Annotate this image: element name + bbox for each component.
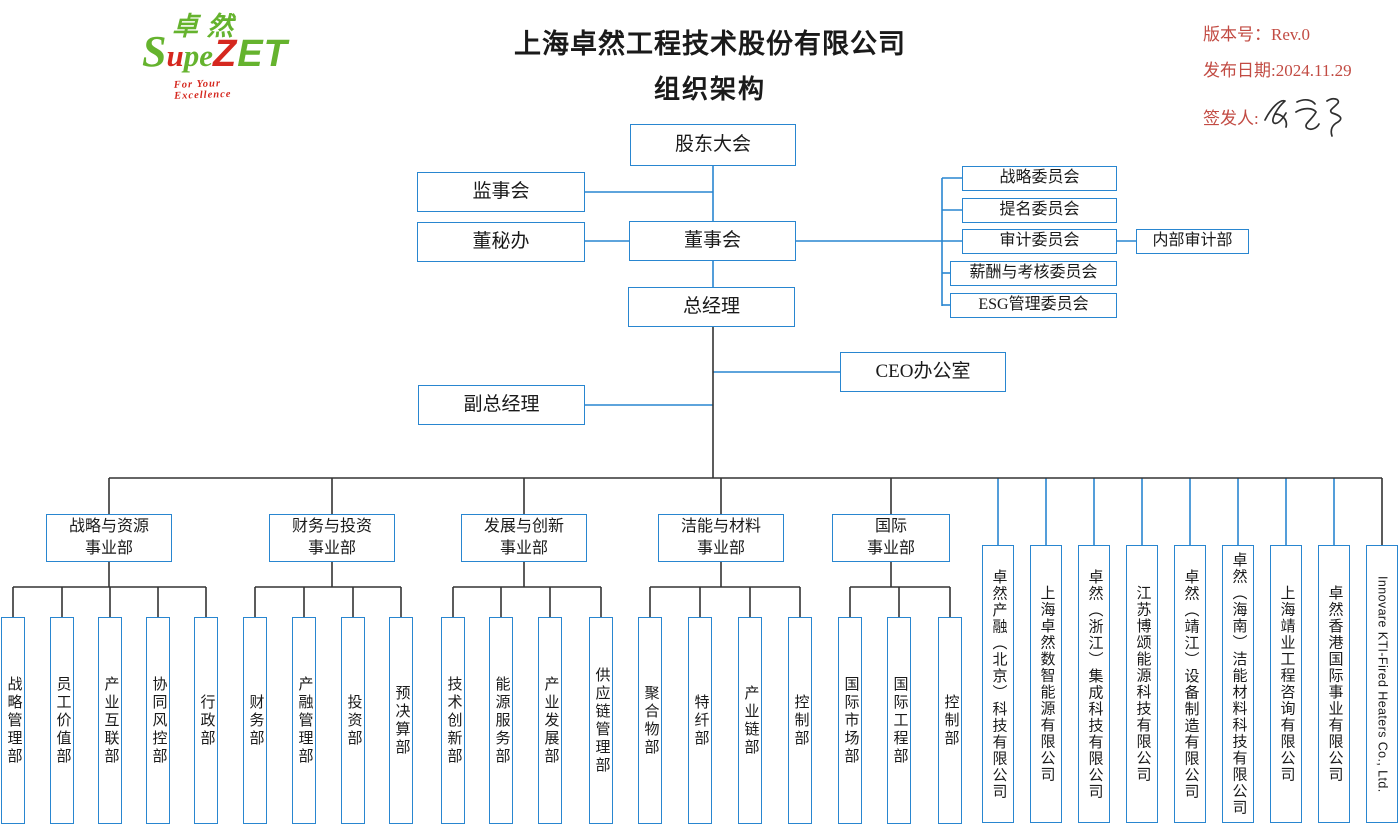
department-box: 投资部	[341, 617, 365, 824]
department-box: 供应链管理部	[589, 617, 613, 824]
logo-letters-pe: pe	[183, 38, 213, 73]
committee-box: ESG管理委员会	[950, 293, 1117, 318]
division-label-line2: 事业部	[696, 540, 745, 557]
department-box: 协同风控部	[146, 617, 170, 824]
committee-box: 审计委员会	[962, 229, 1117, 254]
node-deputy-general-manager: 副总经理	[418, 385, 585, 425]
department-box: 财务部	[243, 617, 267, 824]
division-box: 战略与资源事业部	[46, 514, 172, 562]
division-label-line2: 事业部	[84, 540, 133, 557]
division-label-line2: 事业部	[499, 540, 548, 557]
node-ceo-office: CEO办公室	[840, 352, 1006, 392]
signature-scribble	[1263, 97, 1342, 137]
department-box: 特纤部	[688, 617, 712, 824]
subsidiary-box: 卓然（浙江）集成科技有限公司	[1078, 545, 1110, 823]
division-label-line1: 洁能与材料	[680, 518, 761, 536]
company-name-title: 上海卓然工程技术股份有限公司	[514, 29, 906, 59]
committee-box: 战略委员会	[962, 166, 1117, 191]
meta-version: 版本号：Rev.0	[1203, 25, 1311, 44]
logo-wordmark: SupeZET	[142, 26, 288, 77]
department-box: 国际工程部	[887, 617, 911, 824]
node-supervisory-board: 监事会	[417, 172, 585, 212]
node-shareholders-meeting: 股东大会	[630, 124, 796, 166]
subsidiary-box: 江苏博颂能源科技有限公司	[1126, 545, 1158, 823]
department-box: 战略管理部	[1, 617, 25, 824]
department-box: 预决算部	[389, 617, 413, 824]
chart-subtitle: 组织架构	[653, 75, 766, 104]
company-logo: 卓然 SupeZET For Your Excellence	[70, 4, 287, 102]
node-internal-audit-dept: 内部审计部	[1136, 229, 1249, 254]
subsidiary-box: 卓然香港国际事业有限公司	[1318, 545, 1350, 823]
department-box: 产融管理部	[292, 617, 316, 824]
logo-letter-z: Z	[213, 33, 238, 75]
department-box: 产业互联部	[98, 617, 122, 824]
department-box: 产业发展部	[538, 617, 562, 824]
node-board-secretary-office: 董秘办	[417, 222, 585, 262]
department-box: 员工价值部	[50, 617, 74, 824]
meta-release-date: 发布日期:2024.11.29	[1203, 61, 1352, 80]
division-label-line1: 国际	[874, 518, 907, 536]
subsidiary-box: 卓然产融（北京）科技有限公司	[982, 545, 1014, 823]
department-box: 控制部	[788, 617, 812, 824]
division-label-line1: 战略与资源	[68, 518, 149, 536]
logo-letters-et: ET	[237, 33, 288, 75]
logo-letter-u: u	[166, 38, 184, 73]
meta-signer: 签发人:	[1203, 92, 1393, 138]
meta-signer-label: 签发人:	[1203, 109, 1259, 128]
committee-box: 提名委员会	[962, 198, 1117, 223]
division-box: 洁能与材料事业部	[658, 514, 784, 562]
division-label-line2: 事业部	[307, 540, 356, 557]
department-box: 行政部	[194, 617, 218, 824]
doc-meta: 版本号：Rev.0 发布日期:2024.11.29 签发人:	[1203, 20, 1393, 149]
node-general-manager: 总经理	[628, 287, 795, 327]
committee-box: 薪酬与考核委员会	[950, 261, 1117, 286]
subsidiary-box: Innovare KTI-Fired Heaters Co., Ltd.	[1366, 545, 1398, 823]
department-box: 国际市场部	[838, 617, 862, 824]
division-box: 发展与创新事业部	[461, 514, 587, 562]
node-board-of-directors: 董事会	[629, 221, 796, 261]
logo-cjk-characters: 卓然	[172, 12, 243, 41]
logo-letter-s: S	[142, 27, 167, 76]
department-box: 聚合物部	[638, 617, 662, 824]
division-label-line2: 事业部	[866, 540, 915, 557]
subsidiary-box: 上海卓然数智能源有限公司	[1030, 545, 1062, 823]
logo-tagline: For Your Excellence	[173, 78, 232, 102]
department-box: 能源服务部	[489, 617, 513, 824]
department-box: 控制部	[938, 617, 962, 824]
department-box: 产业链部	[738, 617, 762, 824]
department-box: 技术创新部	[441, 617, 465, 824]
division-label-line1: 财务与投资	[291, 518, 372, 536]
page-title: 上海卓然工程技术股份有限公司 组织架构	[430, 22, 990, 106]
subsidiary-box: 卓然（靖江）设备制造有限公司	[1174, 545, 1206, 823]
division-box: 财务与投资事业部	[269, 514, 395, 562]
subsidiary-box: 卓然（海南）洁能材料科技有限公司	[1222, 545, 1254, 823]
subsidiary-box: 上海靖业工程咨询有限公司	[1270, 545, 1302, 823]
division-label-line1: 发展与创新	[483, 518, 564, 536]
division-box: 国际事业部	[832, 514, 950, 562]
